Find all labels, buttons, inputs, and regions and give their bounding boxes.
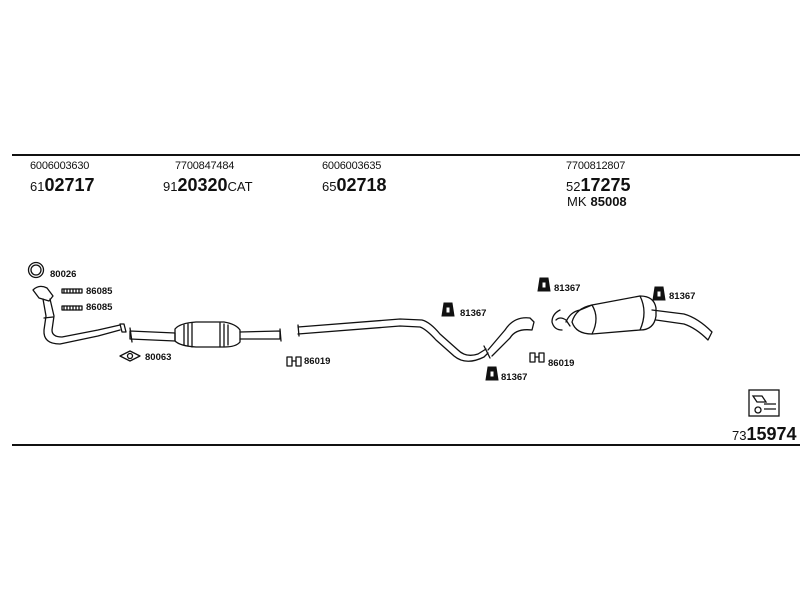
- clamp-icon: [61, 305, 83, 311]
- callout-mount-rear: 81367: [669, 291, 696, 302]
- part-code-2-prefix: 91: [163, 179, 178, 194]
- gasket-icon: [119, 350, 141, 362]
- ring-icon: [27, 261, 45, 279]
- part-code-1-prefix: 61: [30, 179, 45, 194]
- clamp-icon: [61, 288, 83, 294]
- part-code-1-main: 02717: [44, 175, 95, 195]
- rubber-mount-icon: [652, 286, 666, 301]
- part-code-1: 6102717: [30, 175, 95, 196]
- catalog-number-main: 15974: [746, 424, 797, 444]
- rubber-mount-icon: [485, 366, 499, 381]
- part-code-4-prefix: 52: [566, 179, 581, 194]
- callout-hanger-front: 86019: [304, 356, 331, 367]
- catalog-symbol-icon: [748, 389, 780, 417]
- rubber-mount-icon: [537, 277, 551, 292]
- part-code-4: 5217275: [566, 175, 631, 196]
- part-code-2-suffix: CAT: [227, 179, 253, 194]
- catalytic-converter: [174, 321, 241, 348]
- part-ref-1: 6006003630: [30, 160, 90, 172]
- part-ref-4: 7700812807: [566, 160, 626, 172]
- part-code-2: 9120320CAT: [163, 175, 253, 196]
- callout-mount-low: 81367: [501, 372, 528, 383]
- hanger-icon: [529, 352, 545, 363]
- callout-ring: 80026: [50, 269, 77, 280]
- callout-clamp-a: 86085: [86, 286, 113, 297]
- top-rule: [12, 154, 800, 156]
- kit-code-prefix: MK: [567, 194, 587, 209]
- hanger-icon: [286, 356, 302, 367]
- callout-clamp-b: 86085: [86, 302, 113, 313]
- callout-hanger-rear: 86019: [548, 358, 575, 369]
- part-ref-3: 6006003635: [322, 160, 382, 172]
- kit-code-main: 85008: [590, 194, 627, 209]
- catalog-number-prefix: 73: [732, 428, 747, 443]
- part-code-3-main: 02718: [336, 175, 387, 195]
- part-code-3-prefix: 65: [322, 179, 337, 194]
- callout-mount-top: 81367: [554, 283, 581, 294]
- catalog-number: 7315974: [732, 424, 797, 445]
- part-code-3: 6502718: [322, 175, 387, 196]
- part-code-4-main: 17275: [580, 175, 631, 195]
- callout-mount-mid: 81367: [460, 308, 487, 319]
- rubber-mount-icon: [441, 302, 455, 317]
- part-ref-2: 7700847484: [175, 160, 235, 172]
- callout-gasket: 80063: [145, 352, 172, 363]
- bottom-rule: [12, 444, 800, 446]
- part-code-2-main: 20320: [177, 175, 228, 195]
